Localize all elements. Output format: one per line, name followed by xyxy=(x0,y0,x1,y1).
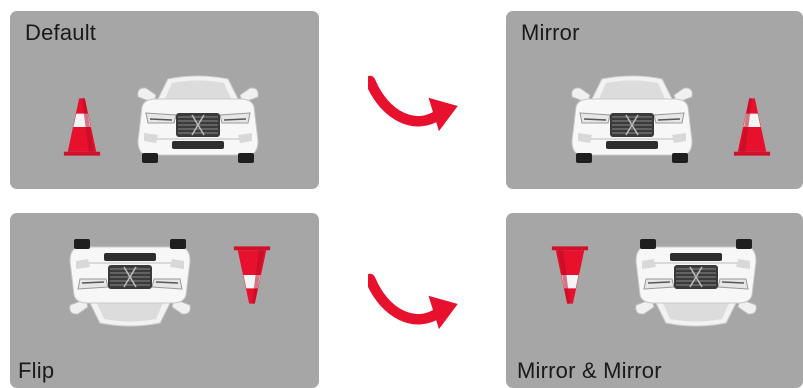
mirror-mirror-panel: Mirror & Mirror xyxy=(506,213,803,388)
panel-label-mirror-mirror: Mirror & Mirror xyxy=(517,358,662,384)
flip-panel: Flip xyxy=(10,213,319,388)
car-front-icon xyxy=(628,237,764,329)
traffic-cone-icon xyxy=(732,95,772,159)
car-front-icon xyxy=(564,73,700,165)
curved-arrow-icon xyxy=(368,72,464,138)
car-front-icon xyxy=(62,237,198,329)
curved-arrow-icon xyxy=(368,270,464,336)
panel-label-flip: Flip xyxy=(18,358,54,384)
car-front-icon xyxy=(130,73,266,165)
panel-label-mirror: Mirror xyxy=(521,20,580,46)
traffic-cone-icon xyxy=(550,243,590,307)
traffic-cone-icon xyxy=(232,243,272,307)
mirror-panel: Mirror xyxy=(506,11,803,189)
panel-label-default: Default xyxy=(25,20,96,46)
default-panel: Default xyxy=(10,11,319,189)
traffic-cone-icon xyxy=(62,95,102,159)
